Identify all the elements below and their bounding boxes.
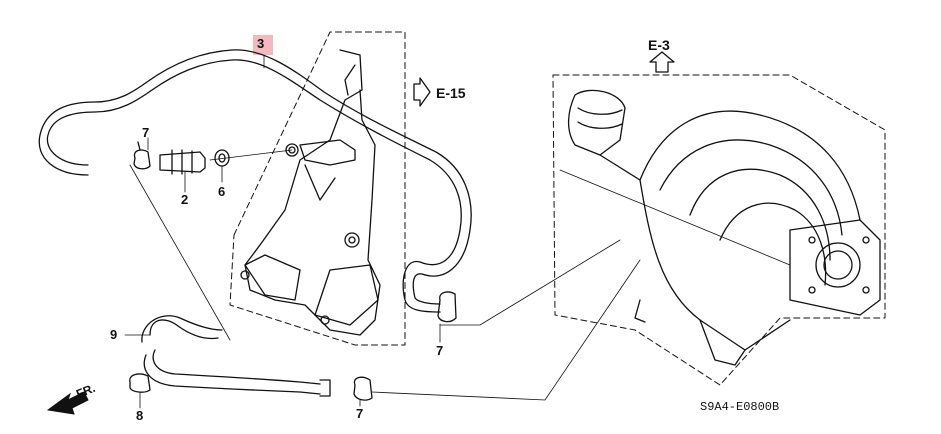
part-3-highlight [253,35,273,55]
ref-e3-label: E-3 [648,37,670,53]
leader-valve-bracket [209,149,293,161]
ref-arrow-e15 [413,77,431,107]
callout-part-3: 3 [257,36,265,51]
hose-part-9 [141,315,331,397]
callout-part-6: 6 [218,184,226,199]
diagram-code: S9A4-E0800B [700,400,780,414]
mounting-bracket [240,49,381,336]
manifold-dashed-outline [552,74,886,386]
callout-part-2: 2 [181,192,189,207]
callout-part-9: 9 [110,327,118,342]
callout-part-7-middle: 7 [436,343,444,358]
pcv-valve-part-2 [159,149,206,175]
hose-part-3 [38,49,472,313]
clamp-part-8 [129,373,151,393]
leader-lines [124,54,791,409]
callout-part-7-upper: 7 [142,125,150,140]
ref-e15-label: E-15 [436,85,466,101]
clamp-part-7-lower [353,376,373,401]
intake-manifold [567,89,881,366]
ref-arrow-e3 [649,51,675,73]
bracket-dashed-outline [229,31,406,346]
callout-part-8: 8 [136,408,144,423]
callout-part-7-lower: 7 [356,406,364,421]
clamp-part-7-upper [133,141,151,170]
clamp-part-7-middle [437,291,457,323]
front-arrow-icon [46,391,89,415]
